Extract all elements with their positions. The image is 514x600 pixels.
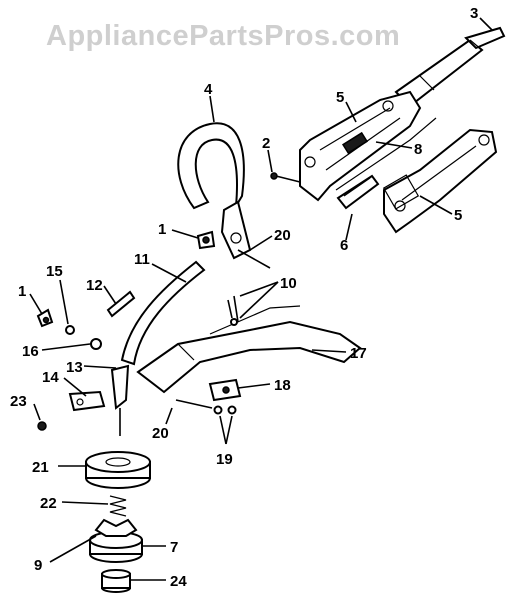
screw-23: [37, 421, 47, 431]
lower-shaft: [110, 260, 206, 436]
bolt-20-lower: [175, 399, 213, 409]
block-18: [208, 378, 242, 402]
callout-21: 21: [32, 459, 49, 476]
bolt-20-upper: [237, 249, 271, 269]
callout-14: 14: [42, 369, 59, 386]
callout-20-lower: 20: [152, 425, 169, 442]
bracket: [68, 390, 106, 412]
callout-15: 15: [46, 263, 63, 280]
watermark-logo: AppliancePartsPros.com: [46, 20, 401, 52]
nut-19-a: [213, 405, 223, 415]
callout-16: 16: [22, 343, 39, 360]
callout-9: 9: [34, 557, 42, 574]
nut-19-b: [227, 405, 237, 415]
bolt-2: [270, 172, 301, 183]
callout-5-upper: 5: [336, 89, 344, 106]
callout-12: 12: [86, 277, 103, 294]
callout-labels: 3 4 5 5 2 8 6 1 20 11 10 12 15 1 16 13 1…: [10, 5, 478, 590]
callout-17: 17: [350, 345, 367, 362]
callout-7: 7: [170, 539, 178, 556]
drive-shaft-tube: [394, 26, 506, 108]
bolts-10: [227, 295, 239, 326]
callout-6: 6: [340, 237, 348, 254]
callout-1-lower: 1: [18, 283, 26, 300]
callout-19: 19: [216, 451, 233, 468]
callout-18: 18: [274, 377, 291, 394]
cable: [335, 117, 437, 191]
washer-16: [90, 338, 102, 350]
guard: [136, 305, 362, 394]
spool-7: [89, 518, 143, 563]
shield-strip: [106, 290, 136, 318]
callout-20-upper: 20: [274, 227, 291, 244]
spring-22: [109, 495, 127, 517]
callout-11: 11: [134, 251, 150, 268]
leader-lines: [29, 17, 493, 581]
washer-15: [65, 325, 75, 335]
callout-2: 2: [262, 135, 270, 152]
callout-1-upper: 1: [158, 221, 166, 238]
callout-3: 3: [470, 5, 478, 22]
clamp: [336, 174, 380, 210]
hub-21: [85, 451, 151, 489]
callout-8: 8: [414, 141, 422, 158]
knob-1-upper: [196, 230, 216, 250]
callout-4: 4: [204, 81, 213, 98]
callout-22: 22: [40, 495, 57, 512]
callout-23: 23: [10, 393, 27, 410]
callout-13: 13: [66, 359, 83, 376]
knob-1-lower: [36, 308, 54, 328]
housing-half-upper: [299, 90, 422, 202]
callout-10: 10: [280, 275, 297, 292]
cap-24: [101, 569, 131, 593]
housing-half-lower: [382, 128, 498, 234]
handle: [177, 122, 252, 260]
callout-5-lower: 5: [454, 207, 462, 224]
callout-24: 24: [170, 573, 187, 590]
